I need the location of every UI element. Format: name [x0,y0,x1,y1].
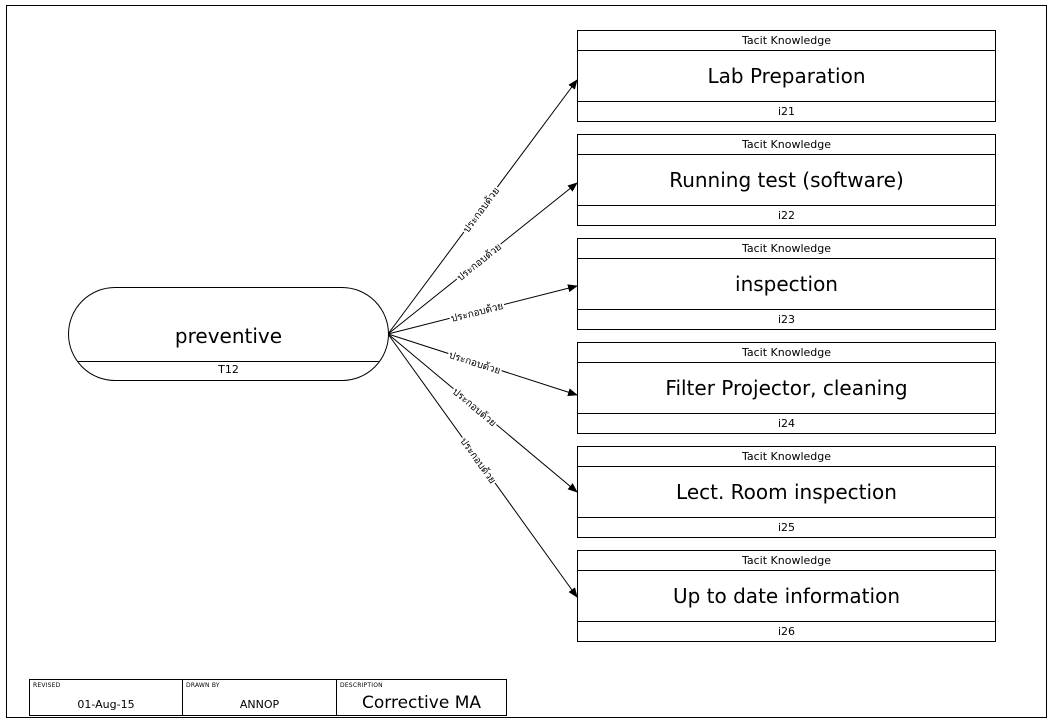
knowledge-box-i25[interactable]: Tacit Knowledge Lect. Room inspection i2… [577,446,996,538]
knowledge-title: Lab Preparation [578,51,995,102]
edge-label-bg [452,238,505,285]
title-block: REVISED 01-Aug-15 DRAWN BY ANNOP DESCRIP… [29,679,507,716]
knowledge-box-i21[interactable]: Tacit Knowledge Lab Preparation i21 [577,30,996,122]
drawn-by-cell: DRAWN BY ANNOP [183,680,337,715]
knowledge-title: Filter Projector, cleaning [578,363,995,414]
description-label: DESCRIPTION [340,682,383,689]
knowledge-box-i22[interactable]: Tacit Knowledge Running test (software) … [577,134,996,226]
knowledge-box-i23[interactable]: Tacit Knowledge inspection i23 [577,238,996,330]
knowledge-type: Tacit Knowledge [578,343,995,363]
task-title: preventive [69,288,388,362]
knowledge-box-i24[interactable]: Tacit Knowledge Filter Projector, cleani… [577,342,996,434]
edge-label-bg [447,297,506,326]
knowledge-title: inspection [578,259,995,310]
revised-label: REVISED [33,682,61,689]
edge-label: ประกอบด้วย [450,386,499,430]
knowledge-id: i23 [777,313,796,326]
knowledge-id: i25 [777,521,796,534]
edge-label-bg [446,346,504,378]
description-value: Corrective MA [362,693,481,713]
task-id: T12 [218,363,239,376]
knowledge-title: Running test (software) [578,155,995,206]
edge-label-bg [448,383,501,431]
drawn-by-label: DRAWN BY [186,682,220,689]
knowledge-id: i24 [777,417,796,430]
knowledge-id: i22 [777,209,796,222]
knowledge-id: i21 [777,105,796,118]
edge-label-bg [456,433,501,488]
revised-cell: REVISED 01-Aug-15 [30,680,183,715]
edge-label: ประกอบด้วย [457,436,498,486]
edge-label: ประกอบด้วย [461,185,503,235]
knowledge-title: Lect. Room inspection [578,467,995,518]
drawn-by-value: ANNOP [239,698,280,711]
edge-label: ประกอบด้วย [450,300,505,325]
description-cell: DESCRIPTION Corrective MA [337,680,506,715]
knowledge-type: Tacit Knowledge [578,31,995,51]
knowledge-type: Tacit Knowledge [578,447,995,467]
knowledge-type: Tacit Knowledge [578,239,995,259]
knowledge-title: Up to date information [578,571,995,622]
knowledge-type: Tacit Knowledge [578,135,995,155]
knowledge-type: Tacit Knowledge [578,551,995,571]
revised-value: 01-Aug-15 [77,698,135,711]
edge-label-bg [458,182,503,237]
knowledge-box-i26[interactable]: Tacit Knowledge Up to date information i… [577,550,996,642]
knowledge-id: i26 [777,625,796,638]
edge-label: ประกอบด้วย [447,349,502,377]
edge-label: ประกอบด้วย [455,241,504,284]
page-frame [6,5,1047,718]
task-node-preventive[interactable]: preventive T12 [68,287,389,381]
